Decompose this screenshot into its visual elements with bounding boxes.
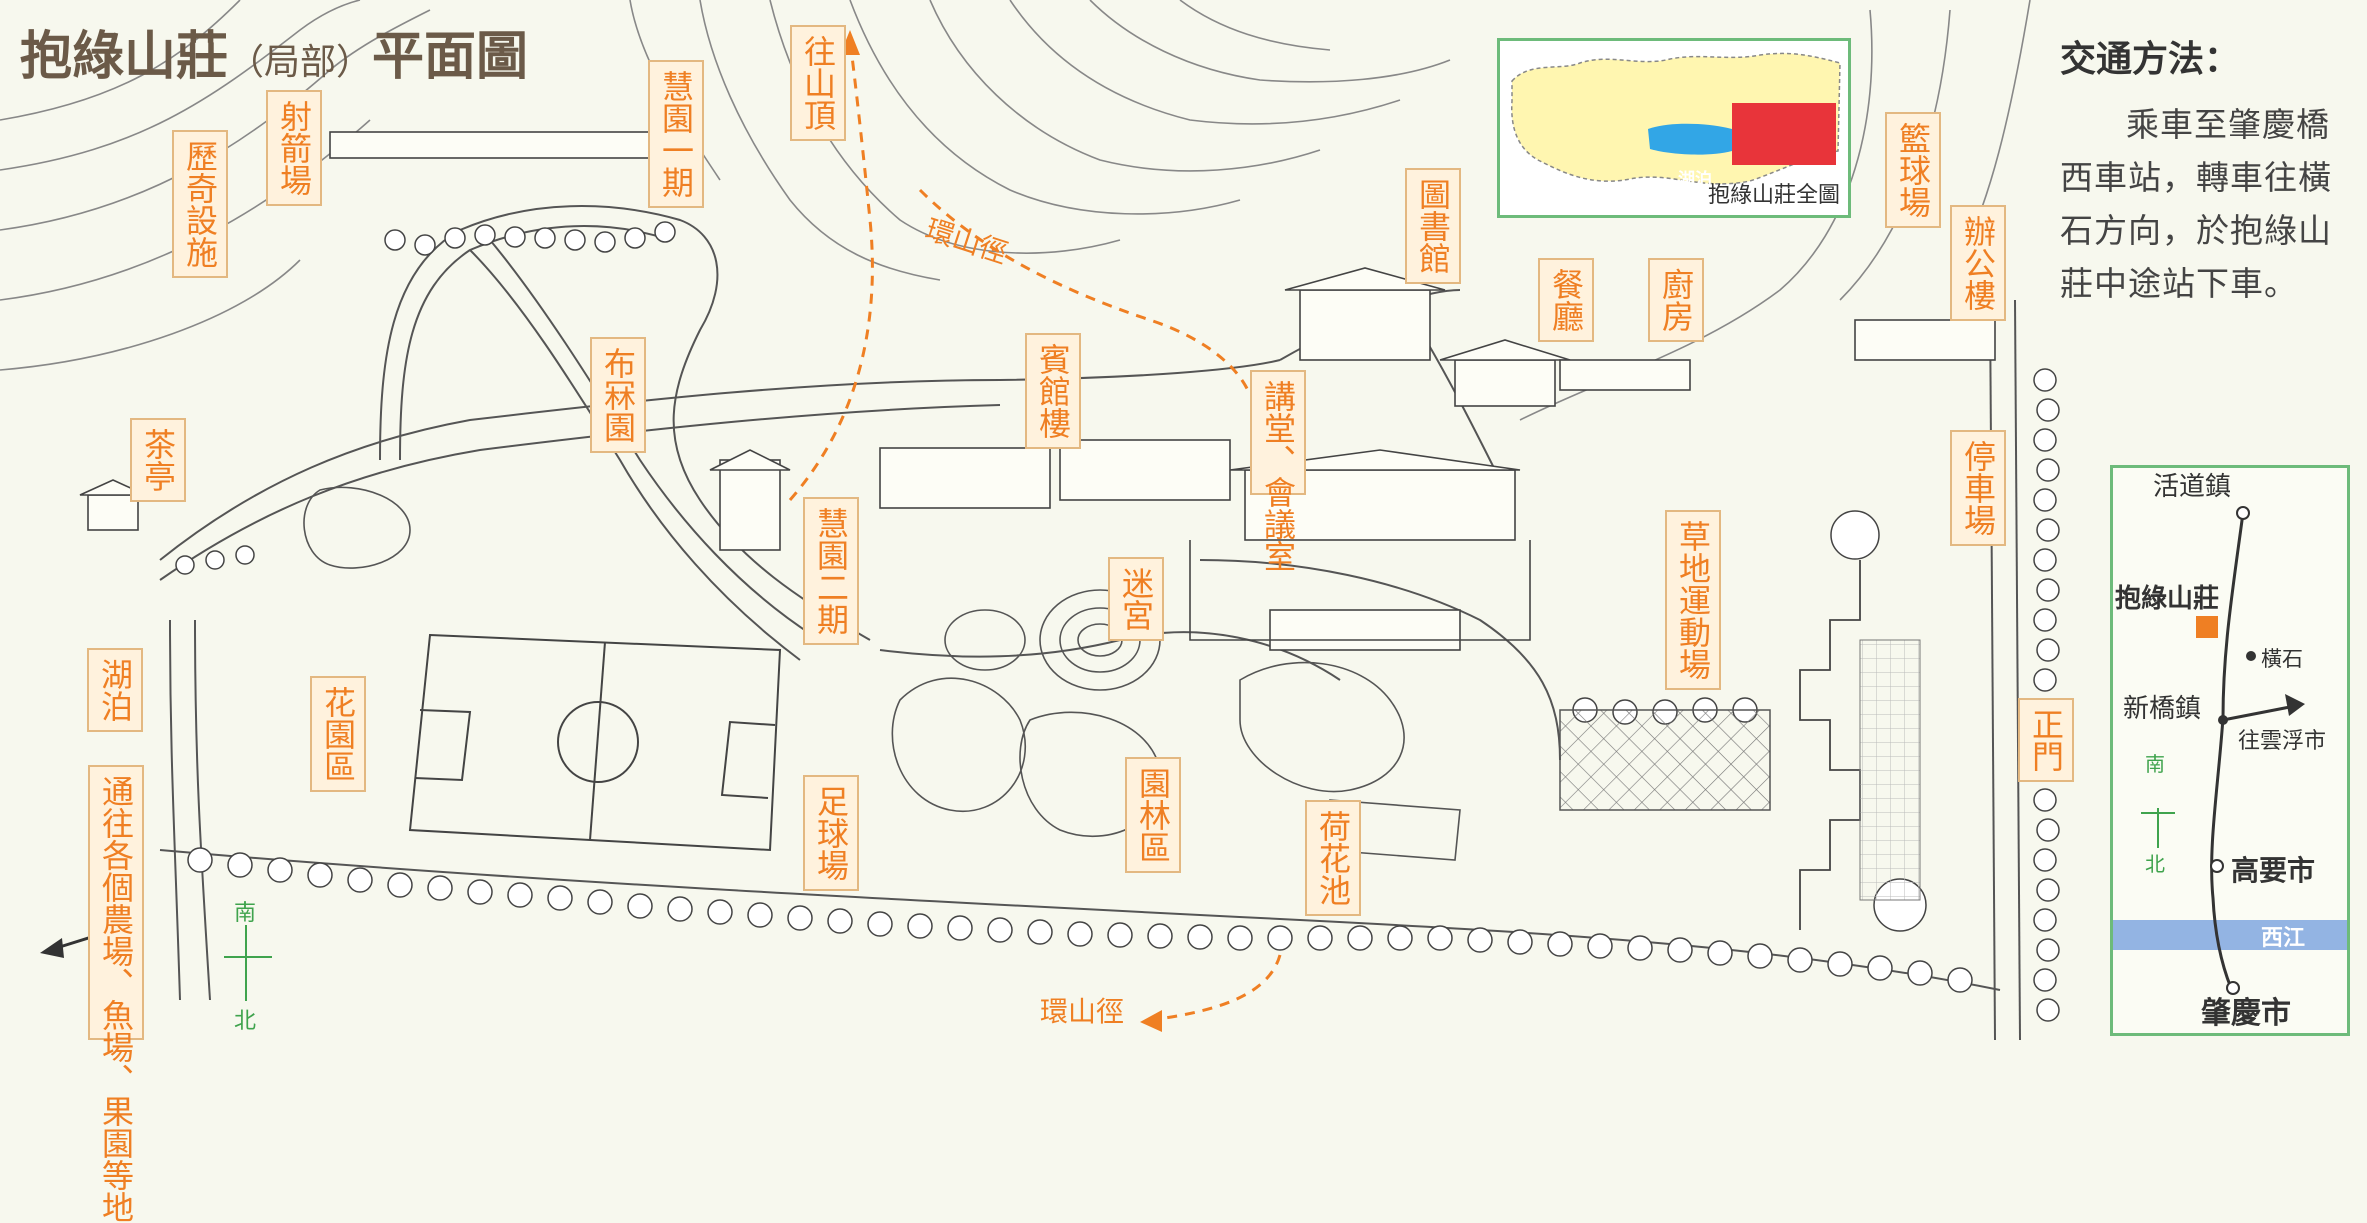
terraces [1799,560,1861,930]
route-compass-south: 南 [2145,752,2165,776]
route-xinqiao: 新橋鎮 [2123,694,2202,724]
label-lake: 湖泊 [87,648,143,732]
route-gaoyao: 高要市 [2231,854,2316,887]
map-compass-cross [224,925,272,1001]
label-office: 辦公樓 [1950,205,2006,321]
route-resort: 抱綠山莊 [2115,584,2220,614]
label-adventure: 歷奇設施 [172,130,228,278]
route-map-drawing [2113,506,2347,995]
node-top [2236,506,2250,520]
label-dining: 餐廳 [1538,258,1594,342]
label-main-gate: 正門 [2018,698,2074,782]
map-compass-south: 南 [234,901,257,926]
terrace-grid [1859,639,1921,901]
label-kitchen: 廚房 [1648,258,1704,342]
roads [159,205,2021,1041]
road-to-yunfu [2222,704,2296,722]
route-compass-north: 北 [2145,852,2165,876]
label-hall: 講堂、會議室 [1250,370,1306,572]
trail-arrowheads [840,30,1162,1032]
trail-lower-label: 環山徑 [1040,995,1125,1028]
label-basketball: 籃球場 [1885,112,1941,228]
route-compass-line [2141,808,2175,848]
trail-lines [788,39,1282,1022]
node-zhaoqing [2226,981,2240,995]
map-title: 抱綠山莊（局部）平面圖 [20,14,528,89]
label-library: 圖書館 [1405,168,1461,284]
label-guest-house: 賓館樓 [1025,333,1081,449]
map-title-main: 抱綠山莊 [20,27,229,87]
overview-inset-map [1511,52,1841,185]
route-to-yunfu: 往雲浮市 [2238,729,2327,754]
label-farms: 通往各個農場、魚場、果園等地 [88,765,144,1223]
label-lotus-pond: 荷花池 [1305,800,1361,916]
overview-caption: 抱綠山莊全圖 [1707,183,1840,208]
label-lawn-sports: 草地運動場 [1665,510,1721,690]
label-landscape-garden: 園林區 [1125,757,1181,873]
label-flower-garden: 花園區 [310,676,366,792]
river-band [2113,920,2347,950]
route-map: 活道鎮 抱綠山莊 橫石 新橋鎮 往雲浮市 南 北 高要市 西江 肇慶市 [2110,465,2350,1036]
label-wisdom-two: 慧園二期 [803,497,859,645]
transport-info: 交通方法： 乘車至肇慶橋西車站，轉車往橫石方向，於抱綠山莊中途站下車。 [2060,30,2350,310]
map-title-suffix: 平面圖 [372,27,529,87]
overview-highlight [1732,103,1836,165]
football-pitch [408,633,782,852]
route-town-top: 活道鎮 [2153,472,2232,502]
label-wisdom-one: 慧園一期 [648,60,704,208]
transport-body: 乘車至肇慶橋西車站，轉車往橫石方向，於抱綠山莊中途站下車。 [2060,105,2332,303]
route-zhaoqing: 肇慶市 [2201,996,2291,1031]
route-hengshi: 橫石 [2261,647,2303,671]
node-hengshi [2246,651,2256,661]
lawn-court [1559,709,1771,811]
exit-arrowhead [40,938,64,958]
node-xinqiao [2218,715,2228,725]
overview-lake [1648,123,1732,155]
transport-title: 交通方法： [2060,39,2241,80]
label-parking: 停車場 [1950,430,2006,546]
road-to-yunfu-arrowhead [2285,694,2305,716]
resort-marker [2196,616,2218,638]
tree-rows [175,221,2060,1022]
route-road [2210,512,2245,989]
label-archery: 射箭場 [266,90,322,206]
label-football: 足球場 [803,775,859,891]
label-to-summit: 往山頂 [790,25,846,141]
label-bubu-garden: 布冧園 [590,337,646,453]
overview-lake-label: 湖泊 [1678,170,1712,190]
overview-inset: 湖泊 抱綠山莊全圖 [1497,38,1851,218]
map-compass-north: 北 [234,1009,257,1034]
label-maze: 迷宮 [1108,557,1164,641]
buildings [79,131,1996,651]
node-gaoyao [2210,859,2224,873]
map-title-paren: （局部） [228,42,373,83]
map-compass: 南 北 [222,895,282,1035]
label-tea-pavilion: 茶亭 [130,418,186,502]
route-river: 西江 [2261,926,2306,951]
site-plan-map [0,0,2060,1041]
